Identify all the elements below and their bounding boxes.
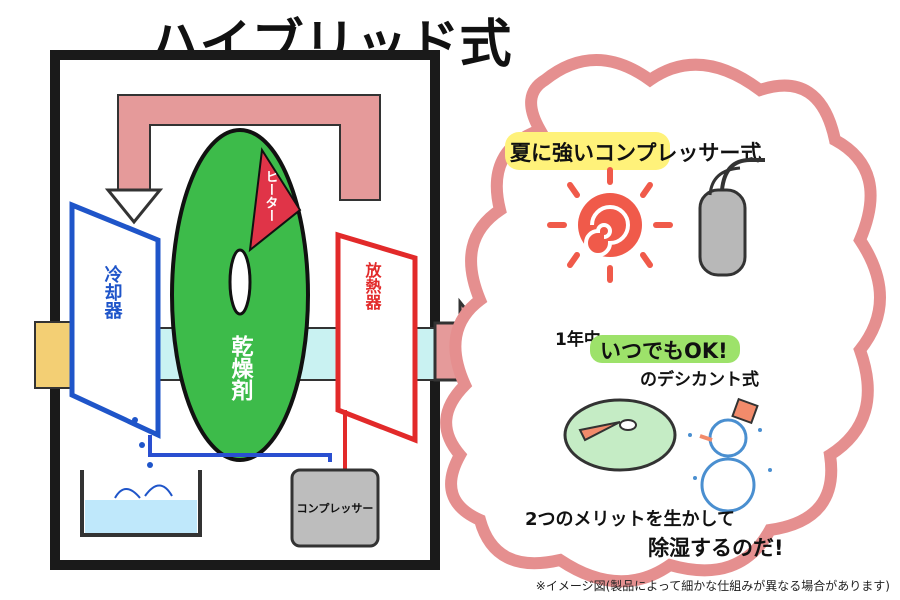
water-drop-icon [147,462,153,468]
compressor-type-text: 夏に強いコンプレッサー式 [510,141,761,165]
duct-arrow-down-icon [104,188,164,225]
year-round-text: いつでもOK! [600,339,728,363]
cooler-label: 冷却器 [102,264,124,320]
merit-line1-text: 2つのメリットを生かして [525,508,735,530]
wheel-hub [228,248,252,316]
water-drop-icon [132,417,138,423]
callout-cloud [440,54,886,588]
sun-icon [547,167,673,283]
radiator-panel [335,231,418,444]
year-round-prefix-text: 1年中 [555,329,601,350]
snowman-icon [688,397,772,513]
compressor-canister-icon [698,158,765,277]
water-splash-icon [114,484,173,499]
desiccant-label: 乾燥剤 [228,334,255,402]
refrigerant-pipe [148,435,332,462]
green-highlight-bar [590,335,740,363]
cooler-panel [69,201,161,439]
desiccant-type-text: のデシカント式 [640,369,759,390]
return-duct [117,94,381,201]
radiator-label: 放熱器 [363,261,383,311]
water-tank [80,470,202,537]
image-caption: ※イメージ図(製品によって細かな仕組みが異なる場合があります) [535,579,890,593]
heater-sector [248,147,302,253]
water-fill [85,500,197,533]
compressor-label: コンプレッサー [297,501,374,515]
highlight-bar [505,132,670,170]
water-drop-icon [139,442,145,448]
desiccant-dish-icon [563,398,677,472]
heater-label: ヒーター [263,170,279,222]
compressor-unit [290,468,380,548]
merit-line2-text: 除湿するのだ! [648,536,784,560]
